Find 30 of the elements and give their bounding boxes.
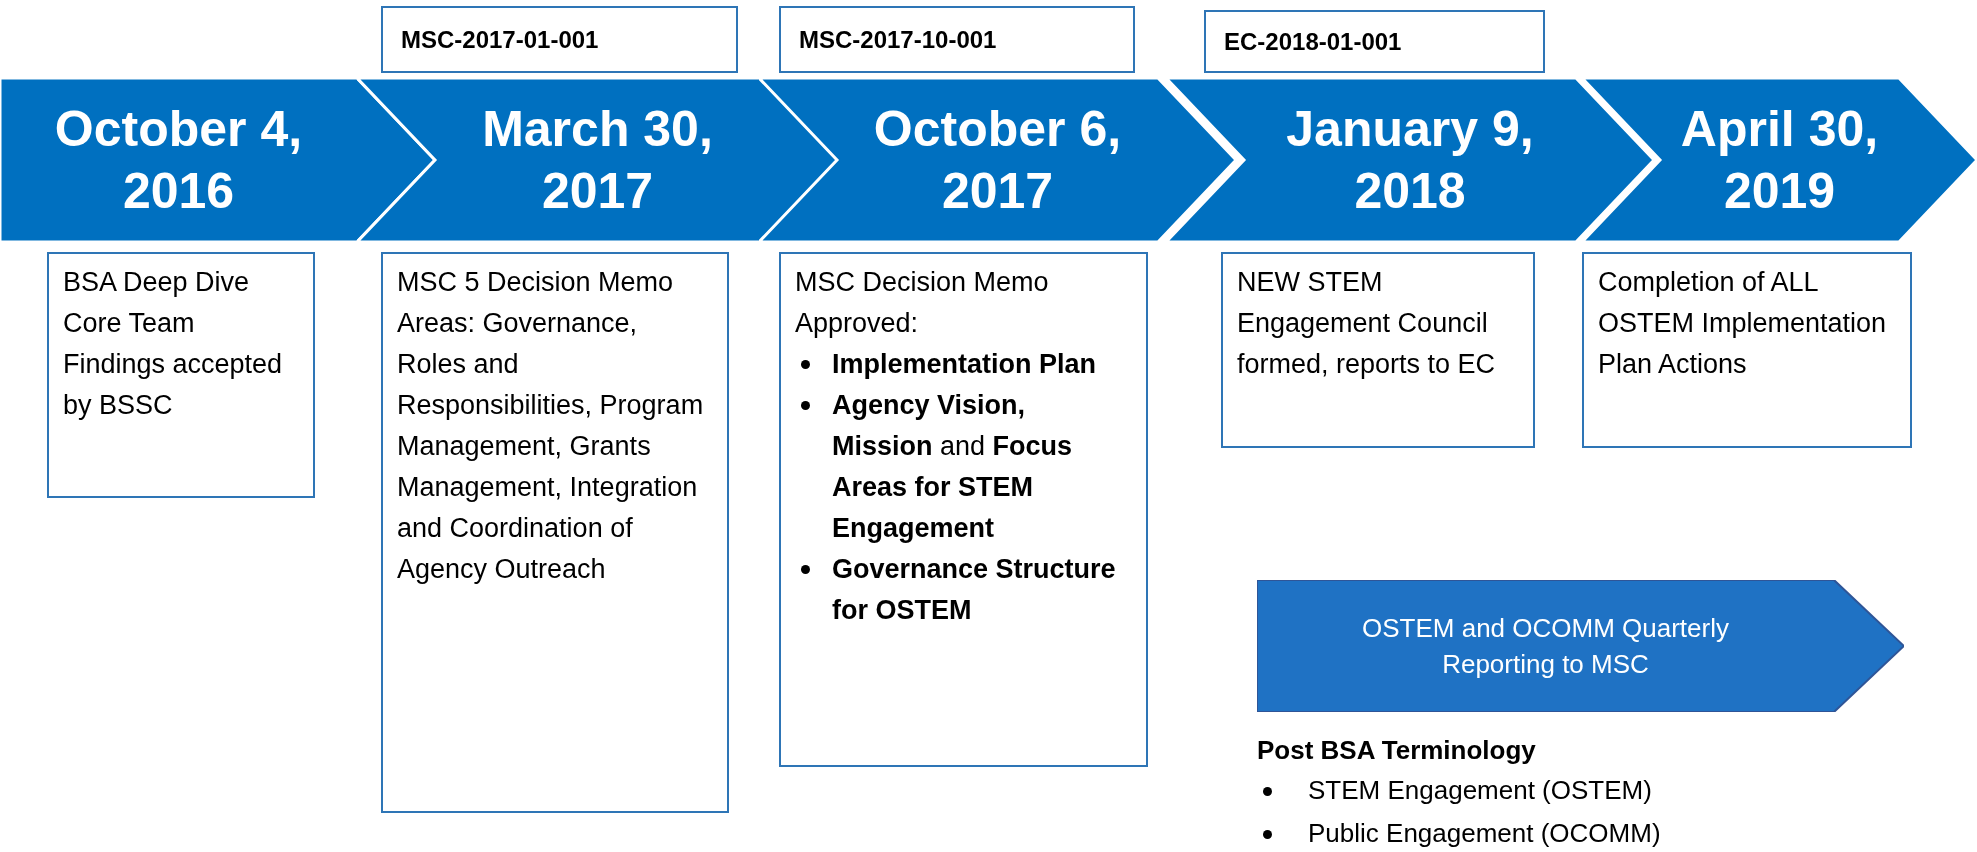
- memo-code-box: MSC-2017-10-001: [779, 6, 1135, 73]
- description-box: [1582, 252, 1912, 448]
- date-label: March 30, 2017: [481, 100, 714, 221]
- arrow-text: OSTEM and OCOMM Quarterly Reporting to MSC: [1361, 612, 1730, 681]
- description-box: [1221, 252, 1535, 448]
- reporting-arrow: [1257, 580, 1904, 712]
- date-label: January 9, 2018: [1285, 100, 1535, 221]
- date-banner-panel: [0, 78, 435, 242]
- date-banner-panel: [1582, 78, 1977, 242]
- description-text: BSA Deep Dive Core Team Findings accepted by BSSC: [63, 266, 284, 422]
- date-banner-panel: [1166, 78, 1654, 242]
- description-text: NEW STEM Engagement Council formed, reports to EC: [1237, 266, 1497, 381]
- description-text: MSC 5 Decision Memo Areas: Governance, Roles and Responsibilities, Program Management, Grants Management, Integration and Coordination of Agency Outreach: [397, 266, 705, 586]
- memo-code-box: MSC-2017-01-001: [381, 6, 738, 73]
- description-text: MSC Decision Memo Approved:: [795, 266, 1050, 340]
- list-item: Public Engagement (OCOMM): [1308, 818, 1661, 849]
- list-item: STEM Engagement (OSTEM): [1308, 775, 1652, 806]
- bullet-text: Agency Vision, Mission and Focus Areas for STEM Engagement: [832, 389, 1074, 545]
- bullet-text: Implementation Plan: [832, 348, 1097, 381]
- date-label: October 4, 2016: [53, 100, 304, 221]
- bullet-text: Governance Structure for OSTEM: [832, 553, 1117, 627]
- date-label: October 6, 2017: [872, 100, 1123, 221]
- memo-code-box: EC-2018-01-001: [1204, 10, 1545, 73]
- date-label: April 30, 2019: [1679, 100, 1880, 221]
- description-box: [779, 252, 1148, 767]
- description-box: [381, 252, 729, 813]
- description-box: [47, 252, 315, 498]
- description-text: Completion of ALL OSTEM Implementation Plan Actions: [1598, 266, 1888, 381]
- section-heading: Post BSA Terminology: [1257, 735, 1536, 766]
- date-banner-panel: [759, 78, 1236, 242]
